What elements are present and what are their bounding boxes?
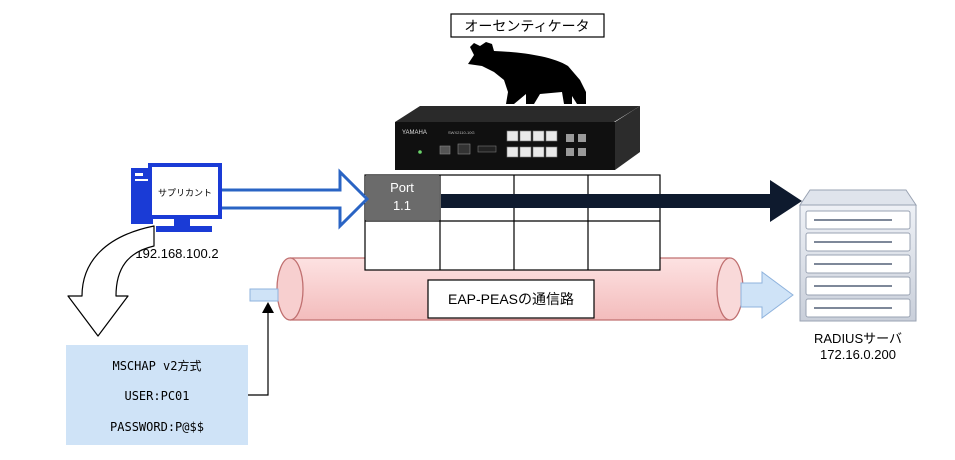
- bear-icon: [468, 42, 586, 104]
- supplicant-label: サプリカント: [158, 188, 212, 198]
- authenticator-label-box: オーセンティケータ: [450, 13, 605, 38]
- port-1-1-cell: Port 1.1: [366, 176, 439, 220]
- credentials-box: MSCHAP v2方式 USER:PC01 PASSWORD:P@$$: [66, 345, 248, 445]
- authenticator-label: オーセンティケータ: [464, 18, 589, 34]
- credentials-user: USER:PC01: [124, 389, 189, 403]
- port-label-line1: Port: [390, 180, 414, 195]
- server-icon: [799, 189, 917, 322]
- tunnel-label-box: EAP-PEASの通信路: [427, 279, 595, 319]
- switch-icon: YAMAHA SWX2110-10G: [395, 106, 640, 170]
- pc-icon: サプリカント: [131, 163, 222, 232]
- tunnel-outlet-arrow: [740, 271, 794, 319]
- supplicant-ip: 192.168.100.2: [135, 246, 218, 261]
- radius-label: RADIUSサーバ: [814, 331, 902, 346]
- blue-outline-arrow: [216, 168, 370, 230]
- credentials-method: MSCHAP v2方式: [112, 358, 201, 373]
- tunnel-label: EAP-PEASの通信路: [448, 291, 574, 307]
- credentials-connector: [248, 302, 274, 396]
- port-label-line2: 1.1: [393, 198, 411, 213]
- radius-ip: 172.16.0.200: [820, 347, 896, 362]
- credentials-password: PASSWORD:P@$$: [110, 420, 204, 434]
- tunnel-inlet: [249, 288, 279, 302]
- curved-arrow: [67, 225, 155, 337]
- dark-arrow: [441, 180, 802, 222]
- switch-model: SWX2110-10G: [448, 130, 475, 135]
- switch-brand: YAMAHA: [402, 130, 427, 136]
